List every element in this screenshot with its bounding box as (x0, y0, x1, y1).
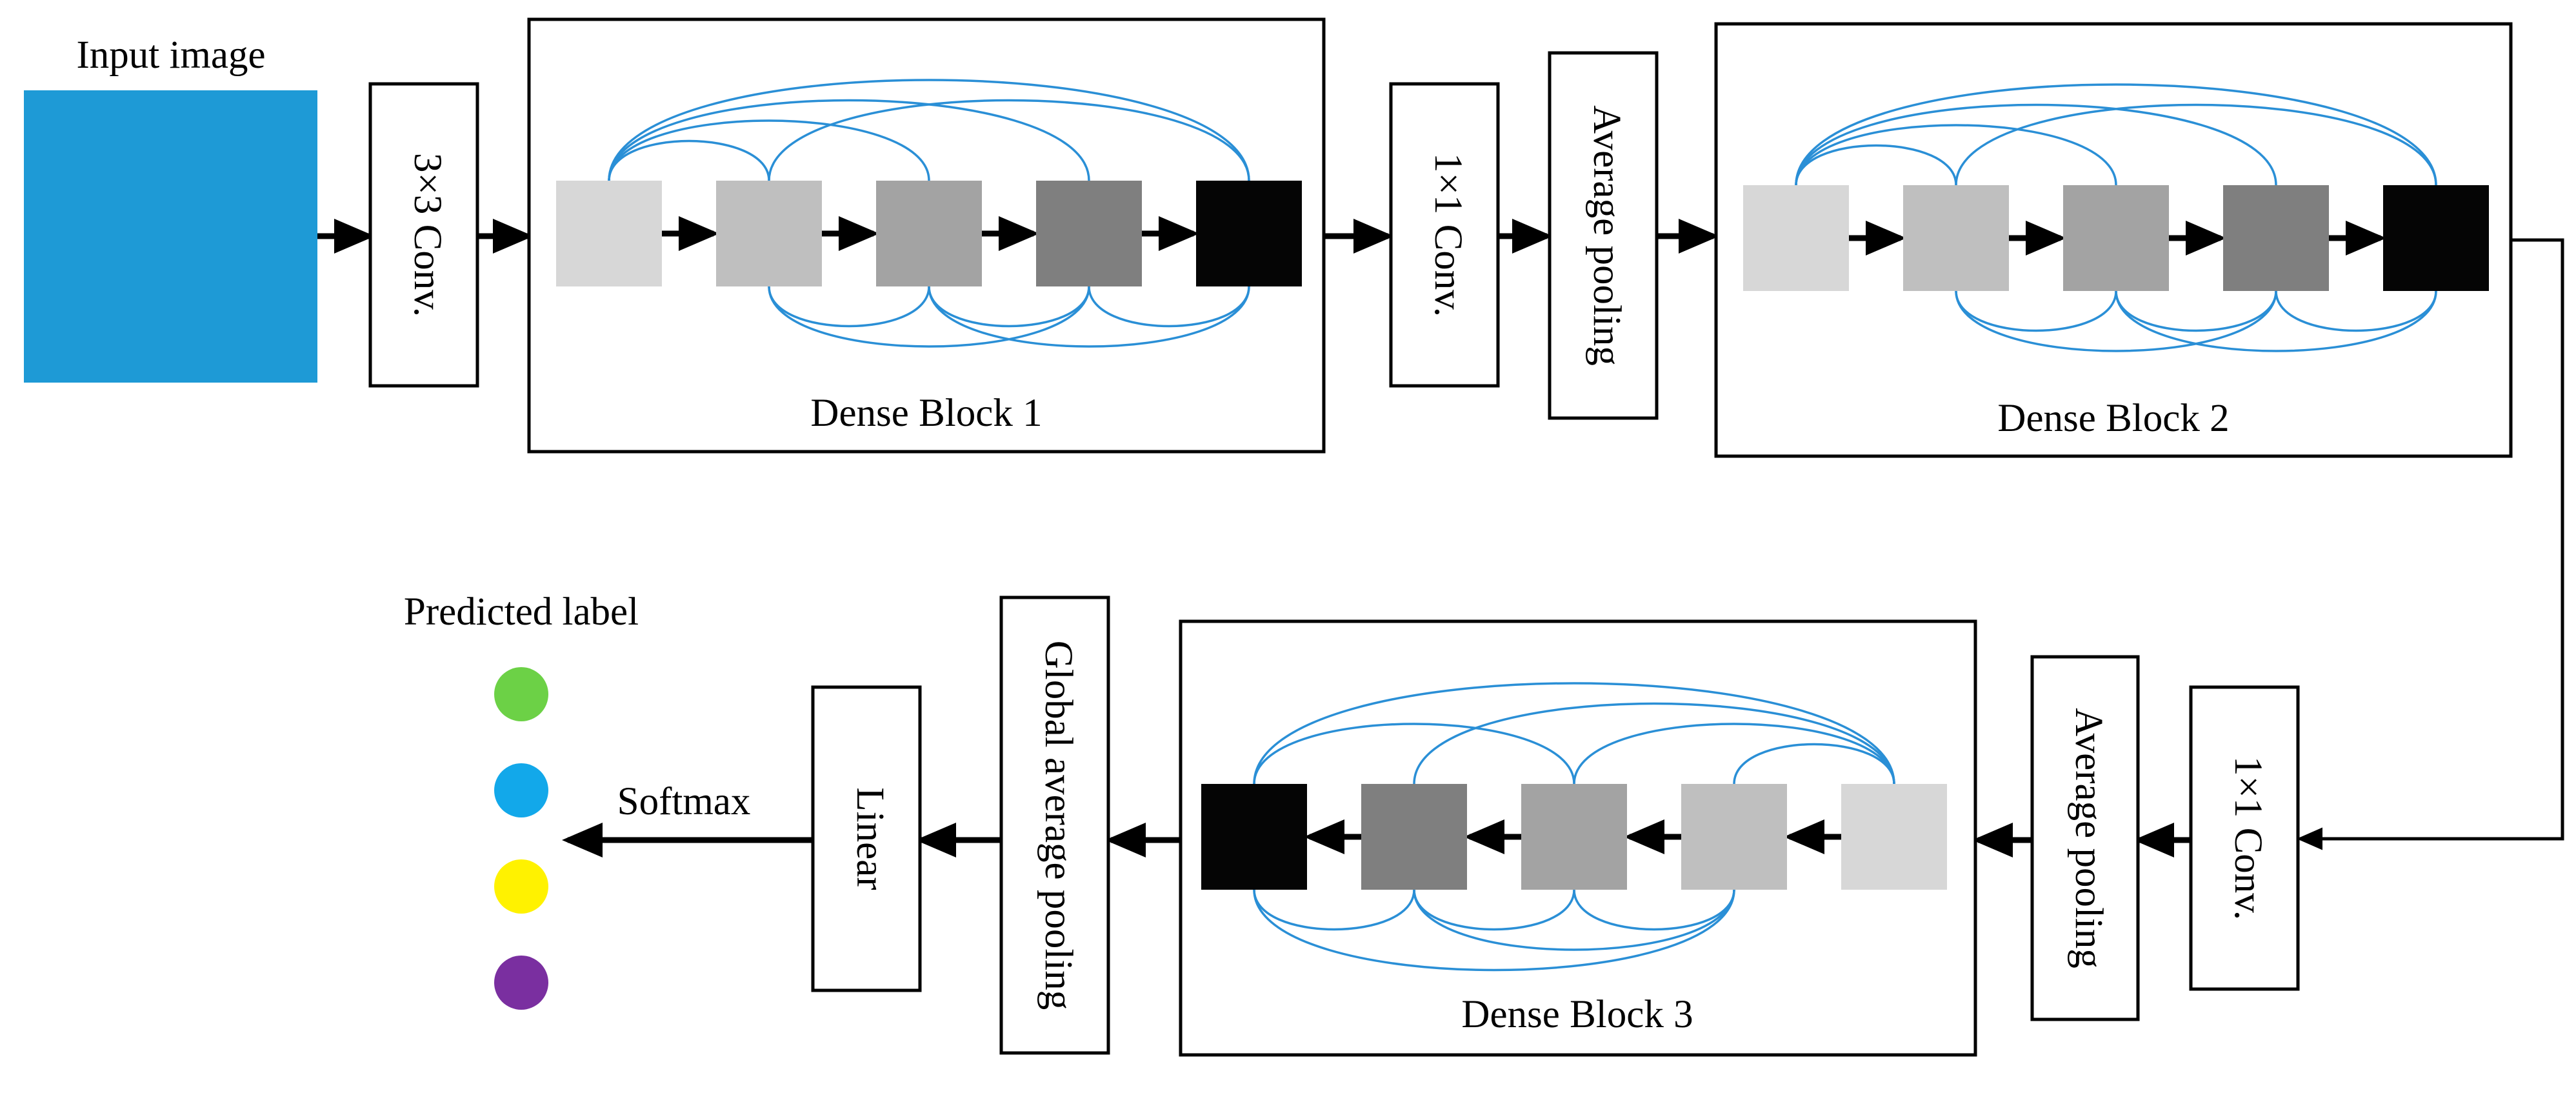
dense-block-3-layer (1201, 784, 1307, 890)
input-image-square (24, 90, 317, 383)
transition2-conv-label: 1×1 Conv. (2226, 756, 2270, 920)
transition1-conv-label: 1×1 Conv. (1426, 153, 1470, 317)
transition2-pool-label: Average pooling (2067, 708, 2110, 968)
dense-block-1-layers (556, 181, 1302, 286)
linear-label: Linear (848, 787, 892, 890)
dense-block-2-skip-connection (1795, 103, 2277, 186)
dense-block-1-label: Dense Block 1 (810, 392, 1042, 435)
conv3x3-label: 3×3 Conv. (406, 153, 449, 317)
softmax-label: Softmax (617, 780, 751, 823)
dense-block-2-layer (2223, 185, 2329, 291)
dense-block-1-skip-connection (608, 79, 1250, 181)
predicted-label-dots (494, 667, 548, 1010)
transition2-pool-box (2030, 655, 2140, 1021)
dense-block-3-layer (1361, 784, 1467, 890)
dense-block-3-skip-connection (1413, 889, 1735, 951)
dense-block-2-skip-connection (1795, 124, 2117, 186)
dense-block-3-skip-connection (1413, 702, 1895, 785)
transition1-pool-label: Average pooling (1585, 105, 1628, 366)
dense-block-3-skip-connection (1573, 889, 1735, 931)
dense-block-3-layer (1521, 784, 1627, 890)
dense-block-1-skip-connection (928, 286, 1250, 348)
dense-block-3-layers (1201, 784, 1947, 890)
dense-block-2-layer (2063, 185, 2169, 291)
dense-block-3-skip-connection (1253, 889, 1735, 972)
dense-block-2-skip-connections (1795, 83, 2437, 352)
input-image-label: Input image (76, 34, 265, 77)
predicted-label-dot (494, 859, 548, 914)
dense-block-3-skip-connection (1573, 723, 1895, 785)
predicted-label-dot (494, 956, 548, 1010)
dense-block-1-skip-connection (608, 139, 770, 181)
dense-block-3-skip-connection (1413, 889, 1575, 931)
connector-block2-to-transition2 (2297, 238, 2564, 850)
dense-block-1-skip-connection (768, 286, 930, 328)
dense-block-2-skip-connection (1795, 83, 2437, 186)
predicted-label-dot (494, 667, 548, 721)
dense-block-2-layer (1743, 185, 1849, 291)
dense-block-2-label: Dense Block 2 (1997, 397, 2229, 440)
global-average-pooling-box (999, 596, 1110, 1055)
dense-block-1-skip-connection (608, 99, 1090, 181)
dense-block-1: Dense Block 1 (527, 17, 1326, 454)
dense-block-3-skip-connection (1253, 682, 1895, 785)
global-average-pooling-label: Global average pooling (1037, 641, 1080, 1010)
dense-block-1-skip-connection (608, 119, 930, 181)
dense-block-2-skip-connection (1955, 103, 2437, 186)
dense-block-3-layer (1841, 784, 1947, 890)
dense-block-3-skip-connection (1733, 743, 1895, 785)
dense-block-1-layer (716, 181, 822, 286)
dense-block-1-skip-connection (768, 99, 1250, 181)
dense-block-2: Dense Block 2 (1714, 22, 2513, 458)
linear-box (811, 685, 922, 992)
dense-block-2-skip-connection (1795, 144, 1957, 186)
dense-block-2-skip-connection (2115, 290, 2277, 332)
dense-block-3-skip-connection (1253, 889, 1415, 931)
dense-block-3-skip-connections (1253, 682, 1895, 972)
dense-block-1-skip-connection (1088, 286, 1250, 328)
dense-block-1-skip-connections (608, 79, 1250, 348)
dense-block-1-skip-connection (768, 286, 1090, 348)
dense-block-3-layer (1681, 784, 1787, 890)
dense-block-2-layer (2383, 185, 2489, 291)
dense-block-2-layers (1743, 185, 2489, 291)
dense-block-1-layer (556, 181, 662, 286)
dense-block-3-label: Dense Block 3 (1461, 993, 1693, 1036)
dense-block-1-layer (1196, 181, 1302, 286)
dense-block-1-layer (876, 181, 982, 286)
dense-block-2-skip-connection (2275, 290, 2437, 332)
transition1-conv-box (1389, 82, 1500, 388)
predicted-label-title: Predicted label (404, 590, 639, 634)
predicted-label-dot (494, 763, 548, 817)
dense-block-1-layer (1036, 181, 1142, 286)
dense-block-2-skip-connection (1955, 290, 2277, 352)
dense-block-1-skip-connection (928, 286, 1090, 328)
dense-block-2-skip-connection (2115, 290, 2437, 352)
dense-block-3-skip-connection (1253, 723, 1575, 785)
dense-block-2-skip-connection (1955, 290, 2117, 332)
dense-block-3: Dense Block 3 (1179, 619, 1977, 1057)
dense-block-2-layer (1903, 185, 2009, 291)
